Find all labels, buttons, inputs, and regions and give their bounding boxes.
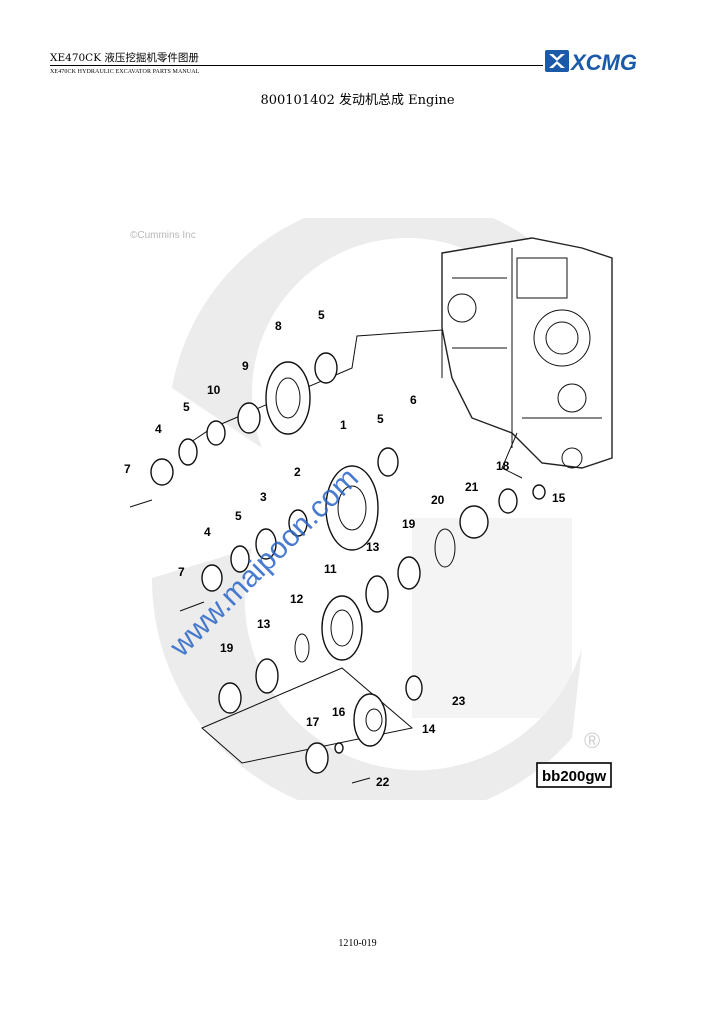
callout: 17 [306,715,320,729]
lower-gear-train [218,595,423,784]
callout: 4 [204,525,211,539]
page-header: XE470CK 液压挖掘机零件图册 XE470CK HYDRAULIC EXCA… [50,48,662,80]
xcmg-logo: XCMG [545,50,637,74]
upper-gear-train [129,352,338,508]
callout: 13 [257,617,271,631]
page-number: 1210-019 [338,938,377,949]
background-logo [151,218,582,800]
callout: 8 [275,319,282,333]
callout: 13 [366,540,380,554]
logo-text: XCMG [569,50,637,74]
figure-code: bb200gw [542,768,607,785]
callout: 5 [318,308,325,322]
callout: 5 [377,412,384,426]
exploded-parts-diagram: ©Cummins Inc [112,218,622,800]
callout: 7 [124,462,131,476]
document-title: 800101402 发动机总成 Engine [260,93,455,108]
callout: 14 [422,722,436,736]
callout: 20 [431,493,445,507]
callout: 9 [242,359,249,373]
callout: 19 [220,641,234,655]
callout: 21 [465,480,479,494]
callout-labels: 8 5 9 10 5 4 7 1 5 6 2 3 5 4 7 18 21 20 … [124,308,566,789]
callout: 22 [376,775,390,789]
callout: 16 [332,705,346,719]
callout: 1 [340,418,347,432]
registered-mark: ® [584,728,600,753]
figure-code-box [536,762,612,788]
copyright-text: ©Cummins Inc [130,230,196,241]
callout: 12 [290,592,304,606]
callout: 5 [235,509,242,523]
callout: 5 [183,400,190,414]
callout: 6 [410,393,417,407]
callout: 10 [207,383,221,397]
right-small-parts [365,484,546,613]
middle-gear-train [179,447,399,612]
callout: 18 [496,459,510,473]
callout: 2 [294,465,301,479]
header-title: XE470CK 液压挖掘机零件图册 [50,52,199,64]
callout: 23 [452,694,466,708]
header-rule [50,65,543,66]
callout: 3 [260,490,267,504]
gear-housing [441,237,613,469]
callout: 11 [324,562,337,576]
callout: 19 [402,517,416,531]
callout: 15 [552,491,566,505]
callout: 7 [178,565,185,579]
header-subtitle: XE470CK HYDRAULIC EXCAVATOR PARTS MANUAL [50,69,200,75]
callout: 4 [155,422,162,436]
